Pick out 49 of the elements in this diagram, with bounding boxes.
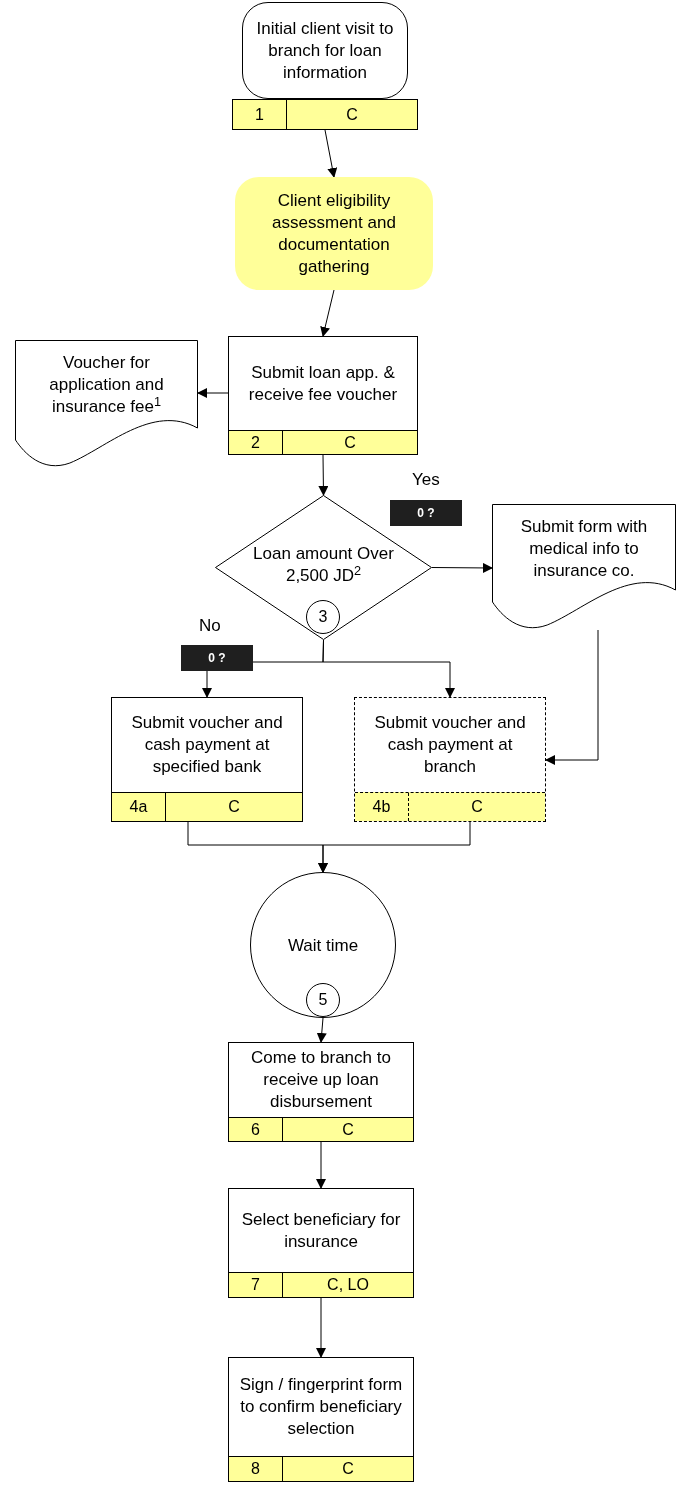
step-number: 2: [251, 434, 260, 451]
arrow: [545, 629, 599, 765]
process-box: [235, 177, 433, 290]
step-text: Submit loan app. & receive fee voucher: [247, 361, 399, 406]
arrow: [316, 1017, 327, 1043]
step-number: 4b: [372, 799, 391, 815]
document-shape: [15, 340, 198, 468]
document-text: Submit form with medical info to insurance co.: [520, 517, 648, 580]
step-number: 4a: [129, 799, 148, 815]
arrow: [322, 639, 455, 698]
process-box: [111, 697, 303, 822]
arrow: [318, 821, 471, 873]
step-text: Select beneficiary for insurance: [240, 1208, 402, 1253]
arrow: [324, 129, 338, 178]
process-box: [228, 1042, 414, 1142]
process-box: [228, 1188, 414, 1298]
process-box: [354, 697, 546, 822]
step-text: Sign / fingerprint form to confirm beneficiary selection: [238, 1374, 404, 1440]
step-text: Submit voucher and cash payment at specified bank: [130, 712, 284, 778]
arrow: [320, 289, 335, 337]
role-code: C: [471, 799, 483, 815]
step-number: 6: [251, 1121, 260, 1138]
arrow: [316, 1141, 326, 1189]
role-code: C: [342, 1121, 354, 1138]
start-box: [232, 2, 418, 130]
arrow: [316, 1297, 326, 1358]
step-text: Initial client visit to branch for loan information: [255, 17, 395, 84]
arrow: [431, 562, 493, 573]
step-text: Wait time: [287, 936, 359, 955]
status-badge: 0 ?: [390, 500, 462, 526]
document-text: Voucher for application and insurance fee$^{1}$: [49, 353, 164, 416]
role-code: C, LO: [327, 1277, 369, 1293]
decision-text: Loan amount Over 2,500 JD$^{2}$: [253, 544, 394, 585]
role-code: C: [346, 106, 358, 123]
step-text: Submit voucher and cash payment at branch: [373, 712, 527, 778]
document-shape: [492, 504, 676, 630]
step-number: 7: [251, 1277, 260, 1293]
process-box: [228, 336, 418, 455]
step-number: 1: [255, 106, 264, 123]
status-badge: 0 ?: [181, 645, 253, 671]
process-box: [228, 1357, 414, 1482]
step-text: Come to branch to receive up loan disbursement: [250, 1047, 392, 1113]
role-code: C: [344, 434, 356, 451]
arrow: [197, 388, 229, 398]
arrow: [318, 454, 329, 496]
role-code: C: [228, 799, 240, 815]
role-code: C: [342, 1461, 354, 1477]
step-text: Client eligibility assessment and documentation gathering: [271, 189, 397, 278]
step-number: 8: [251, 1461, 260, 1477]
